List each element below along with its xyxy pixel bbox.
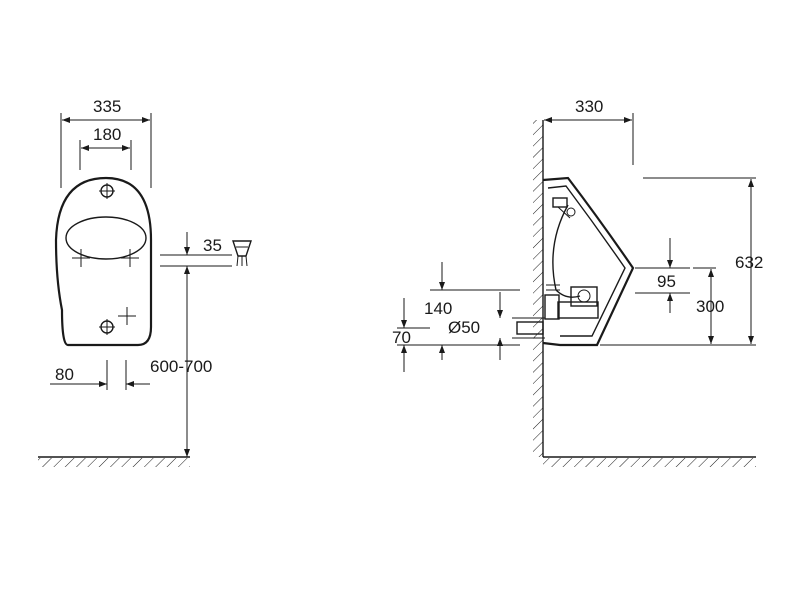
bowl-opening <box>65 216 147 260</box>
front-height-label: 600-700 <box>150 357 212 376</box>
side-outlet-offset-label: 70 <box>392 328 411 347</box>
front-view: 335 180 35 <box>38 97 252 467</box>
dimension-95: 95 <box>635 238 690 313</box>
side-inlet-offset-label: 95 <box>657 272 676 291</box>
bowl-curve <box>552 204 581 298</box>
dimension-300: 300 <box>693 267 724 344</box>
outlet-pipe <box>512 317 545 339</box>
dimension-35: 35 <box>160 232 252 267</box>
flush-mechanism <box>544 284 599 320</box>
side-inlet-height-label: 300 <box>696 297 724 316</box>
side-height-label: 632 <box>735 253 763 272</box>
side-view: 330 632 95 300 <box>392 97 763 467</box>
top-inlet-mark <box>99 183 115 199</box>
dimension-335: 335 <box>60 97 152 188</box>
right-fixing-mark <box>121 249 139 267</box>
urinal-front-outline <box>54 176 153 347</box>
dimension-180: 180 <box>79 125 132 170</box>
front-outlet-width-label: 80 <box>55 365 74 384</box>
urinal-side-outline <box>542 176 635 347</box>
urinal-side-inner <box>547 185 626 337</box>
outlet-mark <box>99 319 115 335</box>
front-inner-width-label: 180 <box>93 125 121 144</box>
dimension-80: 80 <box>50 360 150 390</box>
side-floor <box>543 456 756 467</box>
front-floor <box>38 456 190 467</box>
bottom-fixing-mark <box>118 307 136 325</box>
side-outlet-diameter-label: Ø50 <box>448 318 480 337</box>
dimension-70: 70 <box>392 298 430 372</box>
side-wall <box>533 120 544 457</box>
siphon-icon <box>232 240 252 267</box>
front-width-label: 335 <box>93 97 121 116</box>
inlet-valve <box>552 197 576 219</box>
front-drop-label: 35 <box>203 236 222 255</box>
dimension-330: 330 <box>544 97 634 165</box>
side-depth-label: 330 <box>575 97 603 116</box>
dimension-600-700: 600-700 <box>150 266 212 457</box>
dimension-632: 632 <box>600 177 763 346</box>
left-fixing-mark <box>72 249 90 267</box>
dimension-140: 140 <box>424 262 520 360</box>
dimension-diameter-50: Ø50 <box>448 292 503 360</box>
side-outlet-height-label: 140 <box>424 299 452 318</box>
